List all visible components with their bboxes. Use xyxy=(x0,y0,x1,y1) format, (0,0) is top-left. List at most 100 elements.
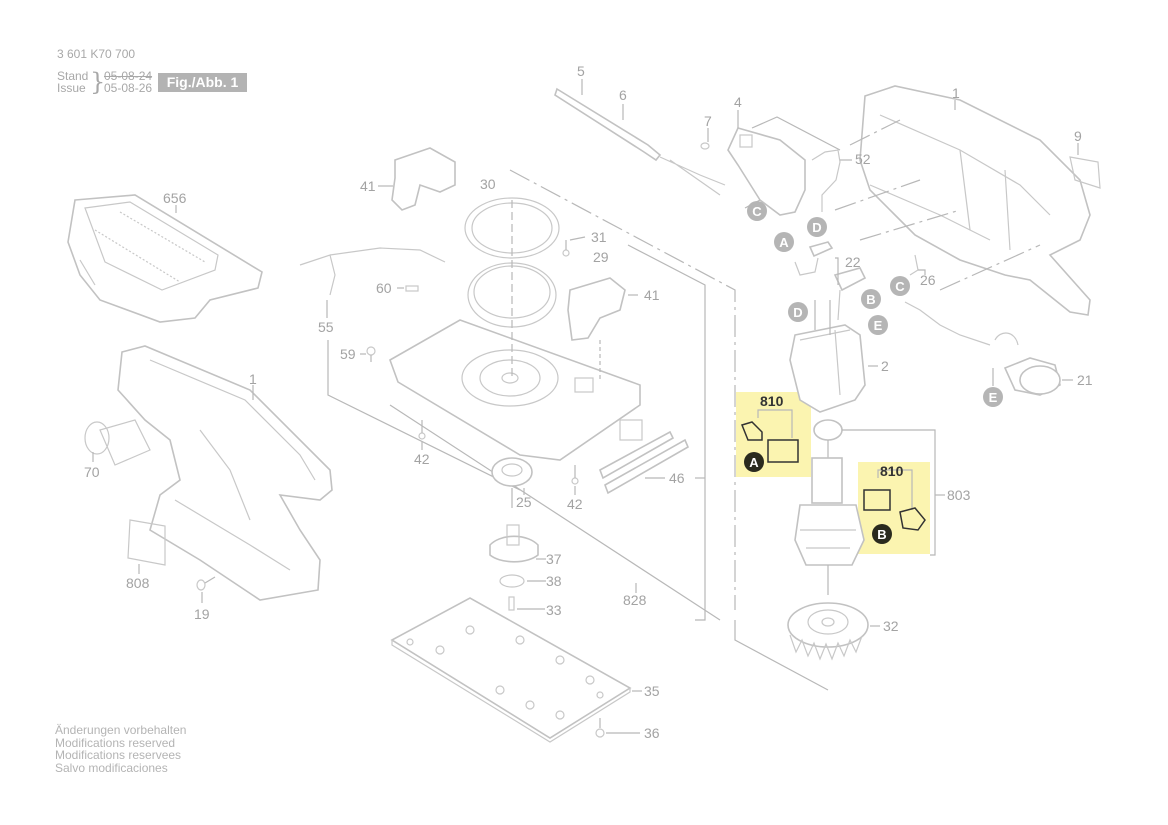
part-656-cover[interactable] xyxy=(67,194,263,323)
footer-notice: Änderungen vorbehalten Modifications res… xyxy=(55,724,186,774)
part-803-armature[interactable] xyxy=(794,419,865,595)
connector-a-highlight: A xyxy=(744,452,764,472)
document-number: 3 601 K70 700 xyxy=(57,47,136,61)
svg-text:B: B xyxy=(866,292,875,307)
stand-issue-labels: Stand Issue xyxy=(57,70,88,94)
label-656: 656 xyxy=(163,190,187,206)
part-808-label[interactable] xyxy=(127,519,166,566)
part-1-housing-left[interactable] xyxy=(99,345,333,601)
part-32-fan[interactable] xyxy=(787,602,869,661)
label-46: 46 xyxy=(669,470,685,486)
connector-d-switch: D xyxy=(807,217,827,237)
part-41-clip-b[interactable] xyxy=(567,277,626,341)
part-22-connectors[interactable] xyxy=(794,241,867,321)
connector-a: A xyxy=(774,232,794,252)
svg-text:C: C xyxy=(752,204,762,219)
svg-text:B: B xyxy=(877,527,886,542)
part-base-plate[interactable] xyxy=(389,319,641,461)
label-41-top: 41 xyxy=(360,178,376,194)
part-35-sanding-plate[interactable] xyxy=(390,597,632,743)
label-60: 60 xyxy=(376,280,392,296)
label-26: 26 xyxy=(920,272,936,288)
label-35: 35 xyxy=(644,683,660,699)
figure-badge: Fig./Abb. 1 xyxy=(158,73,247,92)
label-1-left: 1 xyxy=(249,371,257,387)
part-9-label[interactable] xyxy=(1069,156,1101,189)
part-42-screw-a[interactable] xyxy=(418,420,426,440)
part-810-brush-set-a[interactable] xyxy=(740,409,799,463)
label-38: 38 xyxy=(546,573,562,589)
svg-text:A: A xyxy=(779,235,789,250)
svg-text:D: D xyxy=(793,305,802,320)
label-810-a: 810 xyxy=(760,393,784,409)
connector-c-wire: C xyxy=(890,276,910,296)
label-31: 31 xyxy=(591,229,607,245)
part-2-field-coil[interactable] xyxy=(789,300,866,413)
connector-b: B xyxy=(861,289,881,309)
issue-label: Issue xyxy=(57,81,86,95)
part-30-ring[interactable] xyxy=(464,197,560,259)
part-19-screw[interactable] xyxy=(196,576,216,591)
part-6-cable[interactable] xyxy=(554,87,726,196)
part-59-screw[interactable] xyxy=(366,346,376,362)
label-37: 37 xyxy=(546,551,562,567)
label-6: 6 xyxy=(619,87,627,103)
part-7-screw[interactable] xyxy=(700,142,710,150)
stand-date: 05-08-24 xyxy=(104,69,153,83)
label-2: 2 xyxy=(881,358,889,374)
svg-text:C: C xyxy=(895,279,905,294)
part-42-screw-b[interactable] xyxy=(571,465,579,485)
label-30: 30 xyxy=(480,176,496,192)
label-810-b: 810 xyxy=(880,463,904,479)
part-46-rail[interactable] xyxy=(599,419,690,495)
part-60-pin[interactable] xyxy=(405,285,419,292)
part-1-housing-right[interactable] xyxy=(859,85,1091,316)
label-22: 22 xyxy=(845,254,861,270)
part-38-washer[interactable] xyxy=(499,574,525,588)
label-4: 4 xyxy=(734,94,742,110)
label-19: 19 xyxy=(194,606,210,622)
part-70-ring[interactable] xyxy=(84,421,110,455)
part-52-wire[interactable] xyxy=(811,149,841,212)
highlight-box-810-b xyxy=(858,462,930,554)
part-21-speed-dial[interactable] xyxy=(904,301,1061,396)
label-5: 5 xyxy=(577,63,585,79)
label-1-right: 1 xyxy=(952,85,960,101)
label-808: 808 xyxy=(126,575,150,591)
issue-date: 05-08-26 xyxy=(104,81,153,95)
footer-line: Modifications reservees xyxy=(55,748,182,762)
part-4-switch[interactable] xyxy=(727,127,806,216)
label-59: 59 xyxy=(340,346,356,362)
footer-line: Salvo modificaciones xyxy=(55,760,168,775)
part-810-brush-set-b[interactable] xyxy=(863,469,926,531)
label-36: 36 xyxy=(644,725,660,741)
label-7: 7 xyxy=(704,113,712,129)
footer-line: Modifications reserved xyxy=(55,735,176,750)
connector-c-switch: C xyxy=(747,201,767,221)
connector-e-wire: E xyxy=(983,387,1003,407)
label-70: 70 xyxy=(84,464,100,480)
part-55-wire[interactable] xyxy=(299,247,446,296)
label-55: 55 xyxy=(318,319,334,335)
footer-line: Änderungen vorbehalten xyxy=(55,723,187,737)
part-36-screw[interactable] xyxy=(595,718,605,738)
label-42-b: 42 xyxy=(567,496,583,512)
part-41-clip-a[interactable] xyxy=(391,147,456,211)
part-25-bearing[interactable] xyxy=(491,457,533,487)
frame-line-left xyxy=(327,340,521,491)
stand-label: Stand xyxy=(57,69,89,83)
part-33-screw[interactable] xyxy=(508,596,515,611)
part-31-screw[interactable] xyxy=(562,240,570,257)
label-52: 52 xyxy=(855,151,871,167)
label-33: 33 xyxy=(546,602,562,618)
label-21: 21 xyxy=(1077,372,1093,388)
label-803: 803 xyxy=(947,487,971,503)
part-26-clip[interactable] xyxy=(909,254,919,276)
svg-text:E: E xyxy=(989,390,998,405)
brace-symbol: } xyxy=(90,68,106,96)
part-37-counterweight[interactable] xyxy=(489,524,539,563)
frame-line-right xyxy=(509,169,736,610)
connector-b-highlight: B xyxy=(872,524,892,544)
label-41-right: 41 xyxy=(644,287,660,303)
